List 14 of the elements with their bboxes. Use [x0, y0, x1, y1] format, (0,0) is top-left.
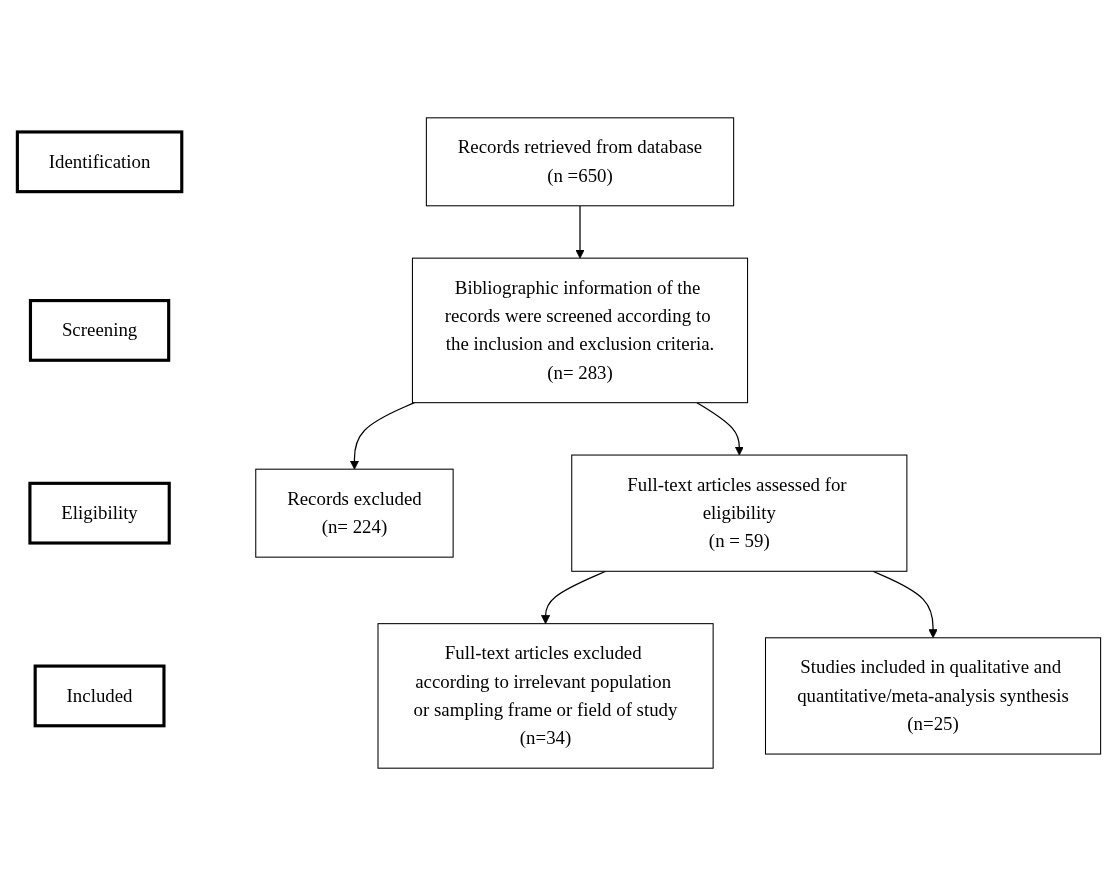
- arrow: [349, 402, 416, 470]
- arrow: [872, 570, 938, 639]
- node-box: Full-text articles assessed for eligibility (n = 59): [571, 454, 908, 572]
- node-box: Screening: [28, 299, 171, 362]
- node-box: Identification: [15, 130, 184, 194]
- node-box: Included: [33, 664, 166, 728]
- node-box: Records retrieved from database (n =650): [425, 117, 735, 207]
- node-box: Eligibility: [28, 481, 171, 545]
- node-box: Studies included in qualitative and quantitative/meta-analysis synthesis (n=25): [764, 637, 1102, 755]
- node-box: Full-text articles excluded according to irrelevant population or sampling frame or field of study (n=34): [377, 623, 714, 769]
- node-box: Records excluded (n= 224): [255, 468, 454, 558]
- arrow: [696, 402, 744, 456]
- node-box: Bibliographic information of the records were screened according to the inclusion and exclusion criteria. (n= 283): [411, 257, 749, 404]
- arrow: [575, 205, 585, 259]
